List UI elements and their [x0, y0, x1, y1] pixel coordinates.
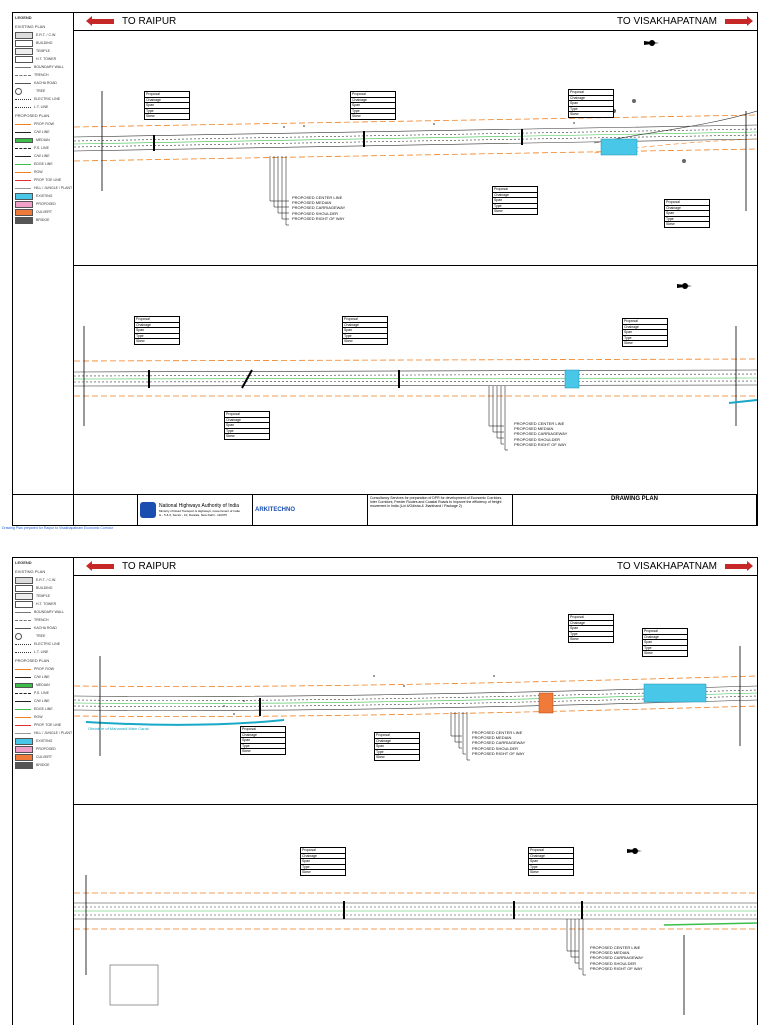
direction-right-label: TO VISAKHAPATNAM	[616, 16, 717, 27]
legend-panel: LEGEND EXISTING PLAN E.R.T. / C.W. BUILD…	[13, 13, 74, 525]
direction-bar: TO RAIPUR TO VISAKHAPATNAM	[74, 13, 757, 31]
arrow-right-icon	[725, 16, 753, 26]
legend-title: LEGEND	[15, 15, 32, 20]
direction-left-label: TO RAIPUR	[122, 561, 177, 572]
consultant-cell: ARKITECHNO	[253, 495, 368, 525]
canal-offtake-label: Ofetakhe of Mahanadi Main Canal	[88, 726, 149, 731]
legend-panel: LEGEND EXISTING PLAN E.R.T. / C.W. BUILD…	[13, 558, 74, 1025]
north-arrow-icon	[627, 848, 642, 854]
direction-left-label: TO RAIPUR	[122, 16, 177, 27]
drawing-title-cell: DRAWING PLAN	[513, 495, 757, 525]
drawing-sheet-2: LEGEND EXISTING PLAN E.R.T. / C.W. BUILD…	[12, 557, 758, 1025]
road-plan-1b	[74, 283, 757, 451]
drawing-sheet-1: LEGEND EXISTING PLAN E.R.T. / C.W. BUILD…	[12, 12, 758, 526]
direction-bar: TO RAIPUR TO VISAKHAPATNAM	[74, 558, 757, 576]
road-plan-2a	[74, 646, 757, 761]
plan-panel-2a: Ofetakhe of Mahanadi Main Canal PROPOSED…	[74, 576, 757, 805]
arrow-left-icon	[86, 16, 114, 26]
project-cell: Consultancy Services for preparation of …	[368, 495, 513, 525]
north-arrow-icon	[677, 283, 692, 289]
direction-right-label: TO VISAKHAPATNAM	[616, 561, 717, 572]
road-plan-1a	[74, 40, 757, 226]
north-arrow-icon	[644, 40, 659, 46]
road-plan-2b	[74, 848, 757, 1015]
legend-existing-heading: EXISTING PLAN	[15, 24, 46, 29]
nhai-logo-icon	[140, 502, 156, 518]
legend-proposed-heading: PROPOSED PLAN	[15, 113, 50, 118]
sheet-note: Drawing Plan prepared for Raipur to Visa…	[2, 526, 114, 530]
arrow-right-icon	[725, 561, 753, 571]
arrow-left-icon	[86, 561, 114, 571]
